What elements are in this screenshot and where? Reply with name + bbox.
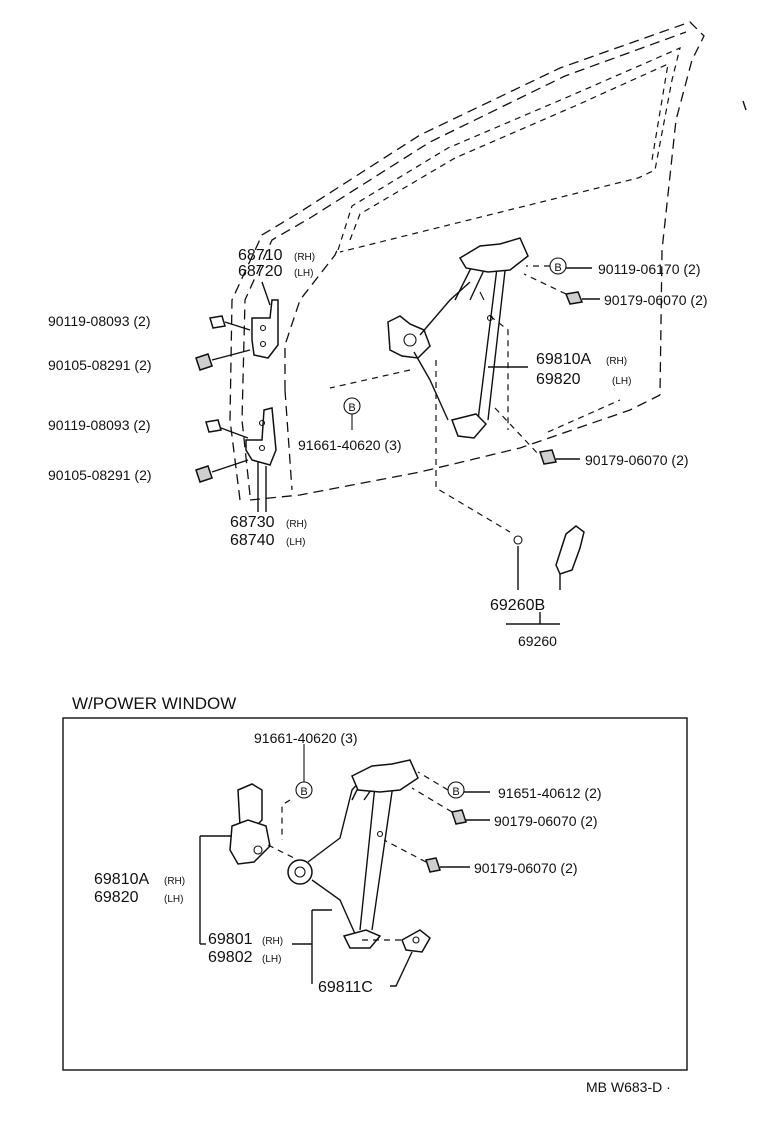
- power-label-nut-1: 90179-06070 (2): [494, 813, 598, 829]
- power-plate: [362, 929, 431, 987]
- power-motor: [229, 783, 299, 865]
- power-label-69810a-rh: (RH): [164, 876, 185, 887]
- power-window-heading: W/POWER WINDOW: [72, 694, 236, 713]
- label-bolt-b-right: 90119-06170 (2): [598, 261, 700, 277]
- power-label-69802: 69802: [208, 949, 253, 966]
- power-label-69801-rh: (RH): [262, 936, 283, 947]
- lower-bolt: [205, 419, 249, 439]
- right-nut-2: [539, 449, 580, 465]
- top-labels: 68710 (RH) 68720 (LH) 90119-08093 (2) 90…: [48, 247, 708, 649]
- label-68730: 68730: [230, 514, 275, 531]
- upper-bolt: [209, 315, 251, 331]
- b-clip-middle: B: [343, 397, 361, 430]
- label-68730-rh: (RH): [286, 519, 307, 530]
- power-label-69802-lh: (LH): [262, 954, 281, 965]
- power-b-label-left: B: [300, 786, 307, 798]
- power-label-69820: 69820: [94, 889, 139, 906]
- label-69810a: 69810A: [536, 351, 591, 368]
- power-b-clip-left: B: [281, 744, 313, 840]
- label-nut-right-2: 90179-06070 (2): [585, 452, 689, 468]
- right-nut-1: [523, 273, 600, 305]
- power-nut-2: [383, 839, 470, 873]
- label-nut-lower: 90105-08291 (2): [48, 467, 152, 483]
- power-label-69820-lh: (LH): [164, 894, 183, 905]
- b-clip-top: B: [526, 257, 592, 275]
- b-label-top: B: [554, 262, 561, 274]
- label-clip-left: 91661-40620 (3): [298, 437, 402, 453]
- label-nut-right-1: 90179-06070 (2): [604, 292, 708, 308]
- label-69810a-rh: (RH): [606, 356, 627, 367]
- power-regulator: [287, 759, 419, 949]
- label-nut-upper: 90105-08291 (2): [48, 357, 152, 373]
- upper-hinge: [251, 281, 279, 359]
- power-nut-1: [411, 787, 490, 825]
- label-68740-lh: (LH): [286, 537, 305, 548]
- power-label-bolt-b: 91651-40612 (2): [498, 785, 602, 801]
- b-label-middle: B: [348, 402, 355, 414]
- door-outline: [229, 21, 747, 501]
- label-68740: 68740: [230, 532, 275, 549]
- power-label-clip-top: 91661-40620 (3): [254, 730, 358, 746]
- power-window-box: [62, 717, 688, 1071]
- power-labels: 91661-40620 (3) 91651-40612 (2) 90179-06…: [94, 730, 602, 996]
- upper-nut: [195, 349, 251, 371]
- label-bolt-upper: 90119-08093 (2): [48, 313, 150, 329]
- label-69260b: 69260B: [490, 597, 545, 614]
- label-69820-lh: (LH): [612, 376, 631, 387]
- label-69820: 69820: [536, 371, 581, 388]
- power-b-clip-right: B: [417, 771, 490, 799]
- label-68720: 68720: [238, 263, 283, 280]
- window-handle: [506, 525, 585, 625]
- power-label-69801: 69801: [208, 931, 253, 948]
- power-label-69810a: 69810A: [94, 871, 149, 888]
- footer-code: MB W683-D ·: [586, 1079, 671, 1095]
- lower-nut: [195, 459, 249, 483]
- power-b-label-right: B: [452, 786, 459, 798]
- label-69260: 69260: [518, 633, 557, 649]
- label-68710: 68710: [238, 247, 283, 264]
- power-label-69811c: 69811C: [318, 979, 373, 996]
- label-68710-rh: (RH): [294, 252, 315, 263]
- label-68720-lh: (LH): [294, 268, 313, 279]
- label-bolt-lower: 90119-08093 (2): [48, 417, 150, 433]
- manual-regulator: [387, 237, 529, 439]
- power-label-nut-2: 90179-06070 (2): [474, 860, 578, 876]
- lower-hinge: [245, 407, 277, 466]
